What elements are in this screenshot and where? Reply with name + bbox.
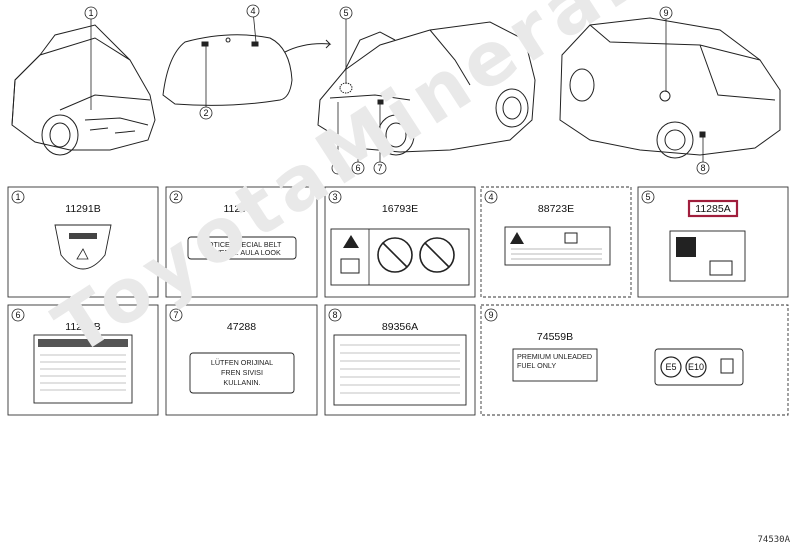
panel-3: 3 16793E bbox=[324, 186, 476, 298]
panel-number: 2 bbox=[173, 192, 178, 202]
callout-number: 1 bbox=[88, 8, 93, 18]
notice-label-line: NOTICE SPECIAL BELT bbox=[203, 240, 282, 249]
part-number: 11285A bbox=[695, 203, 730, 215]
manual-book-icon bbox=[564, 232, 578, 244]
shield-text-bar bbox=[69, 233, 97, 239]
notice-label-line: LOWER N. AULA LOOK bbox=[203, 248, 281, 257]
panel-1: 1 11291B bbox=[7, 186, 159, 298]
panel-number-circle bbox=[169, 308, 183, 322]
callout-number: 7 bbox=[377, 163, 382, 173]
panel-number-circle bbox=[328, 308, 342, 322]
fuel-label-line: FUEL ONLY bbox=[517, 361, 556, 370]
callout-circle bbox=[331, 161, 345, 175]
panel-4: 4 88723E bbox=[480, 186, 632, 298]
part-number: 47288 bbox=[227, 321, 256, 333]
panel-number-circle bbox=[641, 190, 655, 204]
callout-circle bbox=[351, 161, 365, 175]
panel-6: 6 11298B bbox=[7, 304, 159, 416]
part-number: 11291B bbox=[65, 203, 100, 215]
callout-number: 6 bbox=[355, 163, 360, 173]
panel-number: 6 bbox=[15, 310, 20, 320]
prohibition-slash bbox=[424, 242, 450, 268]
panel-number-circle bbox=[328, 190, 342, 204]
callout-number: 2 bbox=[203, 108, 208, 118]
label-header-bar bbox=[38, 339, 128, 347]
fuel-code: E5 bbox=[665, 362, 676, 372]
fuel-pump-icon bbox=[720, 358, 734, 374]
part-number: 16793E bbox=[382, 203, 418, 215]
panel-number-circle bbox=[11, 190, 25, 204]
panel-number: 1 bbox=[15, 192, 20, 202]
emission-label bbox=[333, 334, 467, 406]
panel-number-circle bbox=[169, 190, 183, 204]
panel-number: 4 bbox=[488, 192, 493, 202]
brake-fluid-label bbox=[189, 352, 295, 394]
callout-circle bbox=[199, 106, 213, 120]
callout-circle bbox=[373, 161, 387, 175]
callout-circle bbox=[84, 6, 98, 20]
brake-fluid-label-line: LÜTFEN ORIJINAL bbox=[211, 358, 273, 367]
callout-group: 1 2 3 4 5 6 7 8 9 bbox=[84, 4, 710, 175]
manual-book-icon bbox=[340, 258, 360, 274]
panel-8: 8 89356A bbox=[324, 304, 476, 416]
callout-number: 5 bbox=[343, 8, 348, 18]
prohibition-slash bbox=[382, 242, 408, 268]
part-number: 11298B bbox=[65, 321, 100, 333]
callout-circle bbox=[339, 6, 353, 20]
warning-triangle-icon bbox=[343, 235, 359, 248]
shield-warning-icon bbox=[76, 248, 89, 260]
radiator-warning-label bbox=[504, 226, 611, 266]
fuel-label-line: PREMIUM UNLEADED bbox=[517, 352, 592, 361]
panel-5: 5 11285A bbox=[637, 186, 789, 298]
part-number: 88723E bbox=[538, 203, 574, 215]
callout-dot bbox=[204, 42, 208, 46]
panel-number: 7 bbox=[173, 310, 178, 320]
part-number: 74559B bbox=[537, 331, 573, 343]
car-engine-illustration bbox=[317, 21, 536, 156]
callout-circle bbox=[659, 6, 673, 20]
panel-number: 5 bbox=[645, 192, 650, 202]
part-number: 11293D bbox=[223, 203, 259, 215]
panel-number: 9 bbox=[488, 310, 493, 320]
brake-fluid-label-line: KULLANIN. bbox=[223, 378, 260, 387]
direction-arrow bbox=[284, 39, 332, 53]
callout-number: 4 bbox=[250, 6, 255, 16]
warning-diamond-icon bbox=[676, 237, 696, 257]
part-number-highlight bbox=[687, 199, 739, 218]
brake-fluid-label-line: FREN SIVISI bbox=[221, 368, 263, 377]
prohibition-icon bbox=[377, 237, 413, 273]
callout-circle bbox=[246, 4, 260, 18]
notice-label bbox=[187, 236, 297, 260]
panel-number: 8 bbox=[332, 310, 337, 320]
callout-number: 8 bbox=[700, 163, 705, 173]
prohibition-icon bbox=[419, 237, 455, 273]
hood-illustration bbox=[162, 34, 293, 106]
part-number: 89356A bbox=[382, 321, 418, 333]
car-rear-illustration bbox=[559, 17, 781, 159]
car-front-illustration bbox=[11, 24, 156, 156]
fuel-code-circle bbox=[660, 356, 682, 378]
callout-number: 3 bbox=[335, 163, 340, 173]
fuel-code: E10 bbox=[688, 362, 704, 372]
fuel-code-circle bbox=[685, 356, 707, 378]
panel-number-circle bbox=[484, 308, 498, 322]
callout-circle bbox=[696, 161, 710, 175]
warning-triangle-icon bbox=[510, 232, 524, 244]
panel-number-circle bbox=[11, 308, 25, 322]
diagram-code: 74530A bbox=[757, 535, 790, 545]
battery-icon bbox=[709, 260, 733, 276]
fuel-label bbox=[512, 348, 598, 382]
callout-number: 9 bbox=[663, 8, 668, 18]
panel-number-circle bbox=[484, 190, 498, 204]
panel-number: 3 bbox=[332, 192, 337, 202]
